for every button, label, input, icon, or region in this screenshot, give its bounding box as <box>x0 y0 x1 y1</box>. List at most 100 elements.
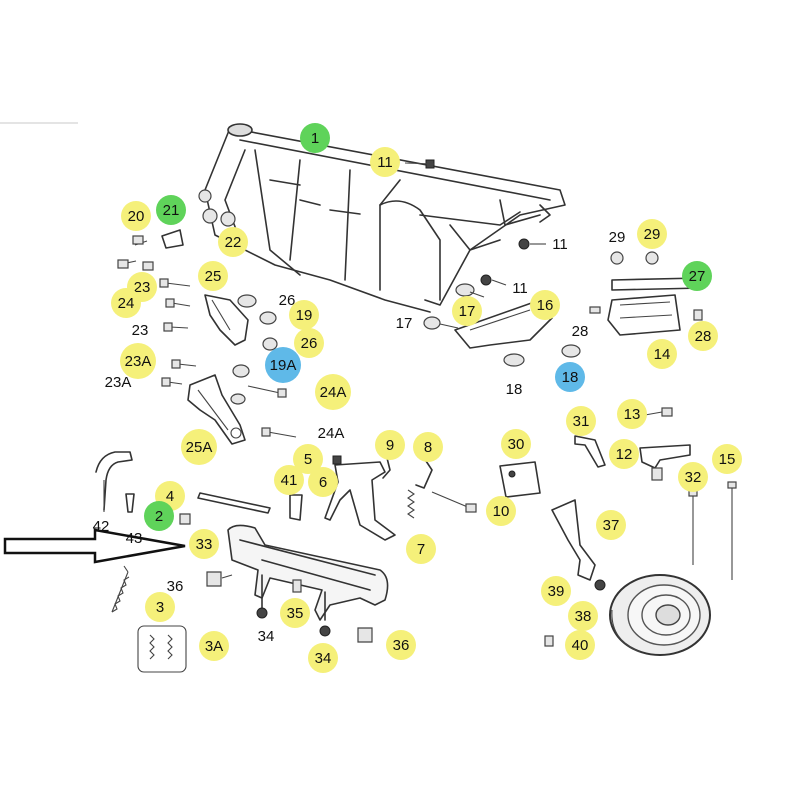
callout-text: 29 <box>609 229 626 246</box>
callout-text: 42 <box>93 518 110 535</box>
callout-text: 20 <box>128 208 145 225</box>
callout-badge <box>647 339 677 369</box>
callout-text: 39 <box>548 583 565 600</box>
callout-badge <box>386 630 416 660</box>
callout-badge <box>712 444 742 474</box>
callout-9: 9 <box>375 430 405 460</box>
callout-badge <box>452 296 482 326</box>
callout-badge <box>617 399 647 429</box>
callout-text: 16 <box>537 297 554 314</box>
callout-text: 3A <box>205 638 223 655</box>
callout-text: 23 <box>134 279 151 296</box>
callout-text: 4 <box>166 488 174 505</box>
callout-37: 37 <box>596 510 626 540</box>
callout-badge <box>308 467 338 497</box>
callout-27: 27 <box>682 261 712 291</box>
callout-33: 33 <box>189 529 219 559</box>
callout-text: 17 <box>459 303 476 320</box>
callout-19: 19 <box>289 300 319 330</box>
callout-text: 34 <box>315 650 332 667</box>
callout-text: 28 <box>695 328 712 345</box>
callout-text: 14 <box>654 346 671 363</box>
callout-badge <box>566 406 596 436</box>
carrier-33 <box>227 524 389 621</box>
callout-18: 18 <box>555 362 585 392</box>
callout-30: 30 <box>501 429 531 459</box>
callout-7: 7 <box>406 534 436 564</box>
callout-badge <box>565 630 595 660</box>
right-assembly <box>589 251 703 336</box>
callout-42: 42 <box>93 518 110 535</box>
callout-text: 43 <box>126 530 143 547</box>
callout-17: 17 <box>452 296 482 326</box>
callout-18: 18 <box>506 381 523 398</box>
callout-badge <box>199 631 229 661</box>
callout-badge <box>375 430 405 460</box>
callout-text: 25A <box>186 439 213 456</box>
callout-text: 33 <box>196 536 213 553</box>
callout-text: 35 <box>287 605 304 622</box>
callout-3: 3 <box>145 592 175 622</box>
wheel-38 <box>609 574 711 656</box>
callout-14: 14 <box>647 339 677 369</box>
callout-19a: 19A <box>265 347 301 383</box>
callout-29: 29 <box>609 229 626 246</box>
callout-text: 23A <box>105 374 132 391</box>
callout-badge <box>274 465 304 495</box>
callout-24a: 24A <box>315 374 351 410</box>
callout-text: 34 <box>258 628 275 645</box>
long-bolts <box>688 481 737 580</box>
callout-38: 38 <box>568 601 598 631</box>
callout-badge <box>596 510 626 540</box>
callout-34: 34 <box>258 628 275 645</box>
callout-23a: 23A <box>120 343 156 379</box>
callout-11: 11 <box>512 280 528 297</box>
bracket-25 <box>204 294 287 405</box>
callout-text: 2 <box>155 508 163 525</box>
swing-arm <box>423 283 581 367</box>
callout-24a: 24A <box>318 425 345 442</box>
callout-text: 18 <box>562 369 579 386</box>
lever-4 <box>95 451 271 525</box>
callout-badge <box>120 343 156 379</box>
callout-text: 13 <box>624 406 641 423</box>
callout-text: 36 <box>167 578 184 595</box>
callout-badge <box>308 643 338 673</box>
callout-badge <box>315 374 351 410</box>
callout-badge <box>530 290 560 320</box>
callout-text: 7 <box>417 541 425 558</box>
callout-21: 21 <box>156 195 186 225</box>
callout-25: 25 <box>198 261 228 291</box>
callout-text: 31 <box>573 413 590 430</box>
callout-badge <box>181 429 217 465</box>
callout-40: 40 <box>565 630 595 660</box>
callout-24: 24 <box>111 288 141 318</box>
callout-5: 5 <box>293 444 323 474</box>
callout-15: 15 <box>712 444 742 474</box>
callout-34: 34 <box>308 643 338 673</box>
callout-3a: 3A <box>199 631 229 661</box>
callout-badge <box>406 534 436 564</box>
callout-25a: 25A <box>181 429 217 465</box>
callout-badge <box>609 439 639 469</box>
callout-text: 25 <box>205 268 222 285</box>
spring-3 <box>111 565 187 673</box>
callout-41: 41 <box>274 465 304 495</box>
callout-36: 36 <box>167 578 184 595</box>
callout-29: 29 <box>637 219 667 249</box>
callout-badge <box>688 321 718 351</box>
callout-text: 30 <box>508 436 525 453</box>
callout-43: 43 <box>126 530 143 547</box>
callout-text: 24 <box>118 295 135 312</box>
callout-13: 13 <box>617 399 647 429</box>
callout-badge <box>501 429 531 459</box>
callout-badge <box>289 300 319 330</box>
callout-32: 32 <box>678 462 708 492</box>
callout-badge <box>637 219 667 249</box>
callout-28: 28 <box>572 323 589 340</box>
callout-20: 20 <box>121 201 151 231</box>
callout-text: 22 <box>225 234 242 251</box>
callout-text: 5 <box>304 451 312 468</box>
callout-26: 26 <box>279 292 296 309</box>
